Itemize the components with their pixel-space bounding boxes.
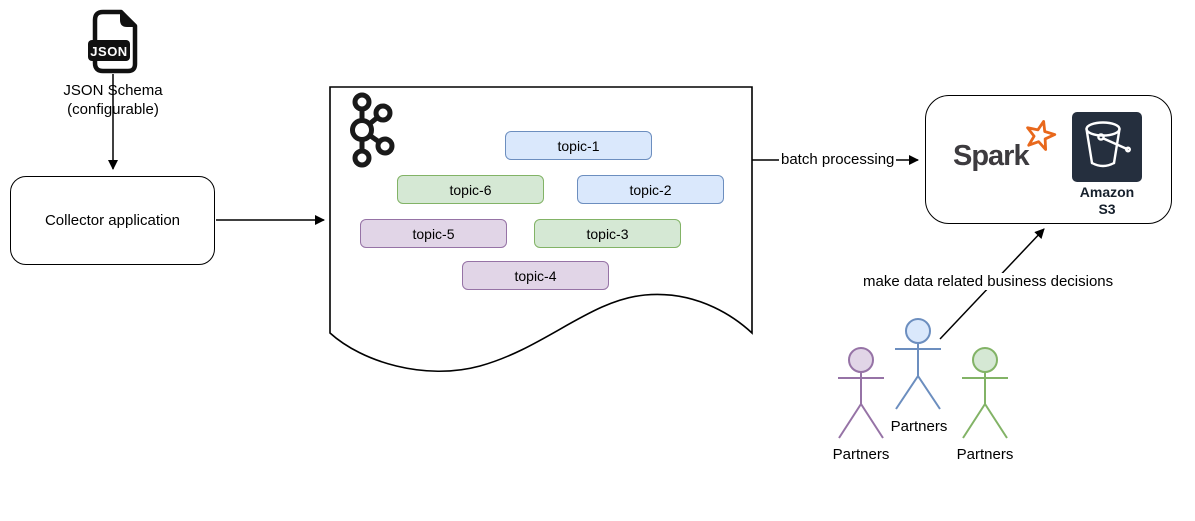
topic-chip: topic-5 — [360, 219, 507, 248]
amazon-s3-label: Amazon S3 — [1064, 184, 1150, 218]
partner-label-green: Partners — [956, 446, 1014, 463]
json-schema-caption: JSON Schema (configurable) — [33, 81, 193, 119]
topic-chip: topic-3 — [534, 219, 681, 248]
partner-actor-blue — [895, 318, 941, 410]
partner-actor-green — [962, 347, 1008, 439]
json-file-icon: JSON — [88, 9, 138, 74]
amazon-s3-label-line1: Amazon — [1079, 184, 1135, 200]
topic-chip: topic-1 — [505, 131, 652, 160]
json-schema-caption-line1: JSON Schema — [63, 82, 163, 99]
batch-processing-label: batch processing — [779, 151, 897, 168]
spark-logo-text: Spark — [953, 140, 1030, 172]
spark-star-icon — [1026, 120, 1057, 151]
partner-label-purple: Partners — [832, 446, 890, 463]
amazon-s3-icon — [1072, 112, 1142, 182]
topic-chip: topic-4 — [462, 261, 609, 290]
collector-application-node: Collector application — [10, 176, 215, 265]
s3-bucket-glyph — [1085, 121, 1132, 168]
amazon-s3-label-line2: S3 — [1098, 201, 1116, 217]
collector-application-label: Collector application — [44, 212, 181, 229]
topic-chip: topic-6 — [397, 175, 544, 204]
partner-label-blue: Partners — [890, 418, 948, 435]
kafka-icon — [350, 92, 395, 168]
partner-actor-purple — [838, 347, 884, 439]
json-schema-caption-line2: (configurable) — [67, 101, 159, 118]
business-decisions-label: make data related business decisions — [861, 273, 1116, 290]
topic-chip: topic-2 — [577, 175, 724, 204]
json-icon-label: JSON — [90, 44, 127, 59]
